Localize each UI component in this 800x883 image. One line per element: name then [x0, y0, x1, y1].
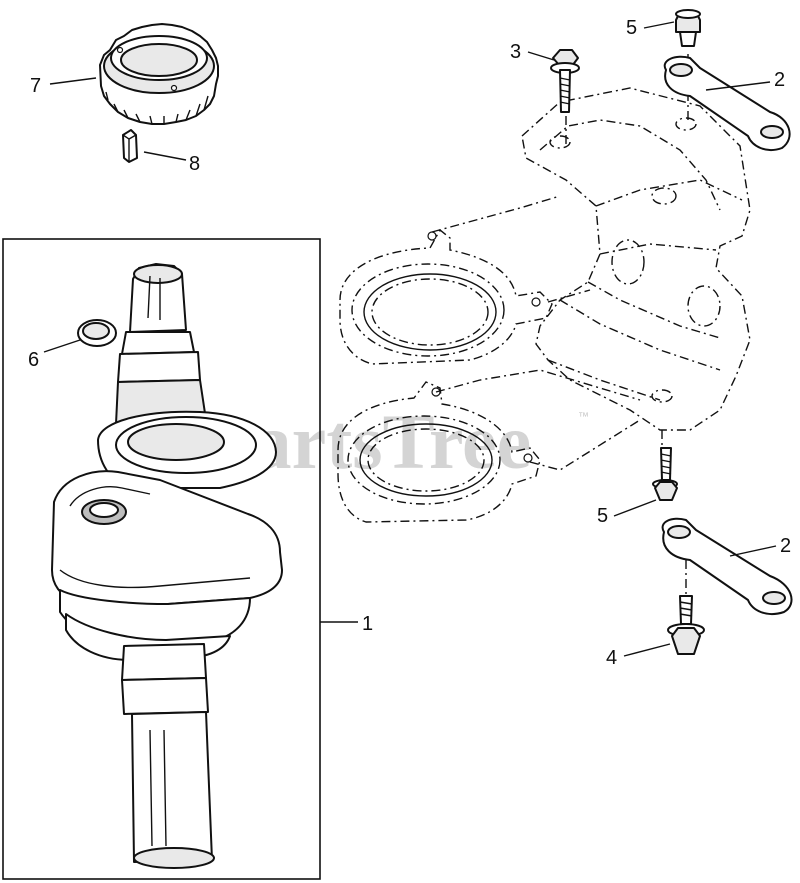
gear-part [99, 23, 219, 125]
callout-gear: 7 [30, 75, 41, 97]
flange-screw-lower-part [652, 447, 678, 501]
callout-key: 8 [189, 153, 200, 175]
callout-bolt-bottom: 4 [606, 647, 617, 669]
lower-gasket-plate [337, 381, 541, 523]
bracket-housing [521, 87, 751, 431]
callout-screw-top: 5 [626, 17, 637, 39]
link-lower-part [661, 517, 793, 616]
callout-labels: 7 8 6 1 3 5 2 5 2 4 [28, 17, 791, 669]
seal-ring-part [77, 319, 117, 347]
flange-bolt-bottom-part [667, 595, 705, 655]
crankshaft-assembly-box [2, 238, 321, 880]
callout-crankshaft: 1 [362, 613, 373, 635]
woodruff-key-part [122, 129, 138, 163]
crankshaft-part [51, 263, 283, 869]
callout-screw-lower: 5 [597, 505, 608, 527]
watermark-trademark: ™ [578, 411, 589, 423]
upper-gasket-plate [339, 228, 553, 365]
callout-seal-ring: 6 [28, 349, 39, 371]
link-upper-part [663, 55, 791, 152]
callout-link-lower: 2 [780, 535, 791, 557]
leader-lines [43, 21, 777, 657]
callout-link-upper: 2 [774, 69, 785, 91]
socket-screw-top-part [675, 9, 701, 47]
flange-bolt-top-part [550, 49, 580, 113]
callout-bolt-top: 3 [510, 41, 521, 63]
